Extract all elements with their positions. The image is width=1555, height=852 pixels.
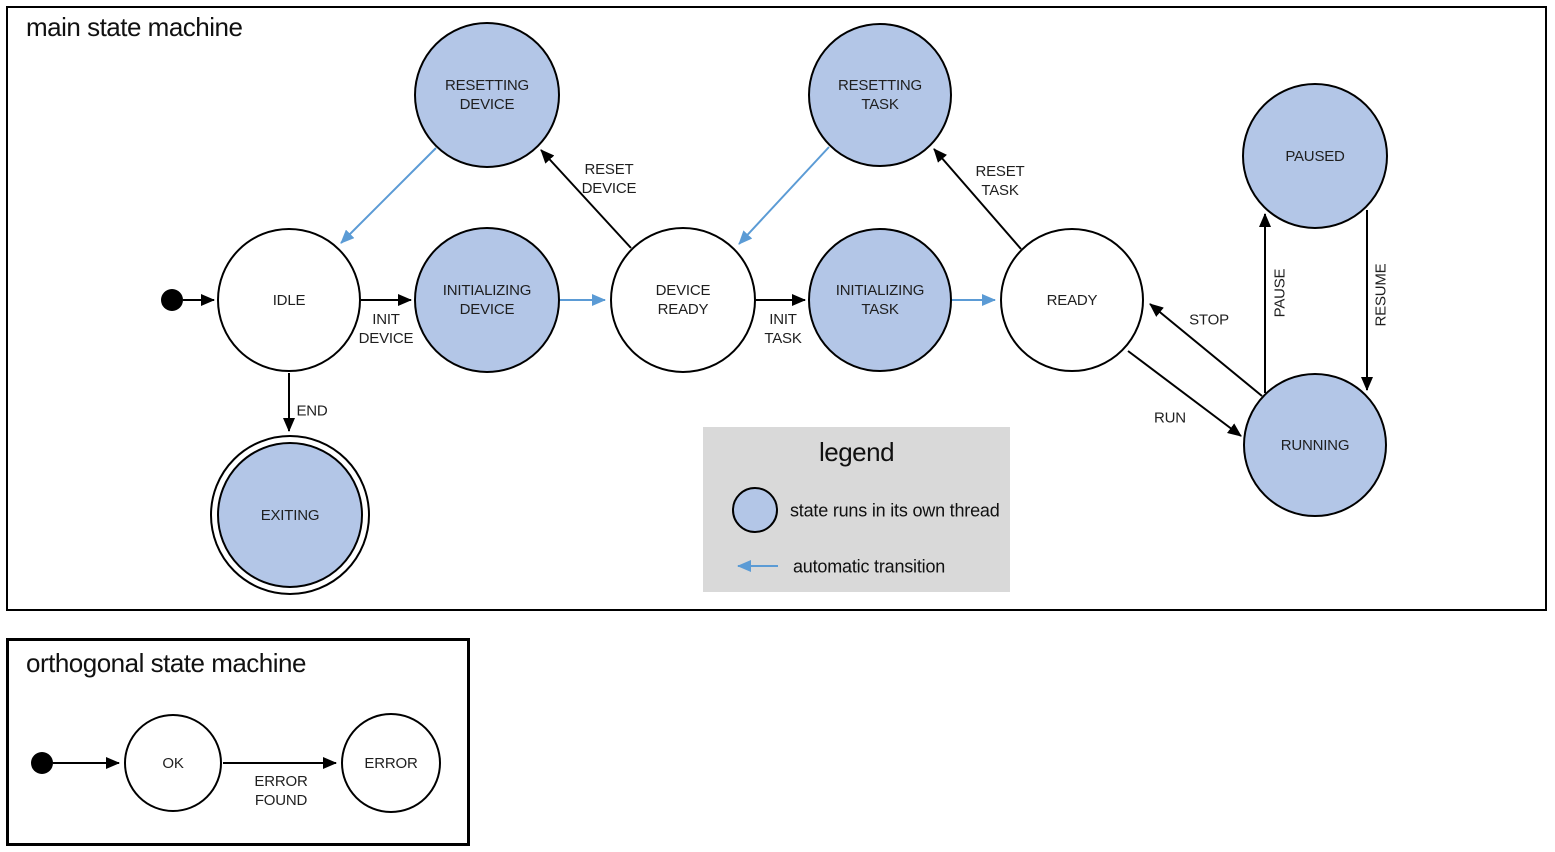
- state-initializing-task: INITIALIZING TASK: [808, 228, 952, 372]
- state-resetting-task: RESETTING TASK: [808, 23, 952, 167]
- state-label: TASK: [861, 96, 899, 113]
- state-label: RESETTING: [444, 77, 530, 94]
- state-device-ready: DEVICE READY: [610, 227, 756, 373]
- state-ready: READY: [1000, 228, 1144, 372]
- transition-label-resume: RESUME: [1372, 263, 1390, 327]
- main-state-machine-frame: [6, 6, 1547, 611]
- state-label: DEVICE: [655, 282, 711, 299]
- state-label: RUNNING: [1280, 436, 1350, 454]
- legend-threaded-state-label: state runs in its own thread: [790, 500, 1000, 521]
- state-error: ERROR: [341, 713, 441, 813]
- transition-label-reset-task: RESET TASK: [975, 163, 1025, 199]
- state-label: INITIALIZING: [442, 282, 532, 299]
- state-label: IDLE: [272, 291, 306, 309]
- legend-threaded-state-swatch: [732, 487, 778, 533]
- orthogonal-state-machine-title: orthogonal state machine: [26, 648, 306, 678]
- transition-label-reset-device: RESET DEVICE: [581, 161, 637, 197]
- transition-label-run: RUN: [1154, 409, 1186, 427]
- state-label: TASK: [861, 301, 899, 318]
- legend-title: legend: [818, 437, 895, 467]
- state-paused: PAUSED: [1242, 83, 1388, 229]
- state-label: DEVICE: [459, 96, 515, 113]
- legend: legend state runs in its own thread auto…: [703, 427, 1010, 592]
- state-idle: IDLE: [217, 228, 361, 372]
- state-ok: OK: [124, 714, 222, 812]
- orthogonal-state-machine-frame: [6, 638, 470, 846]
- state-running: RUNNING: [1243, 373, 1387, 517]
- state-resetting-device: RESETTING DEVICE: [414, 22, 560, 168]
- state-label: READY: [657, 301, 709, 318]
- state-label: OK: [162, 754, 184, 772]
- state-label: INITIALIZING: [835, 282, 925, 299]
- state-exiting: EXITING: [210, 435, 370, 595]
- transition-label-pause: PAUSE: [1271, 268, 1289, 318]
- transition-label-init-device: INIT DEVICE: [358, 311, 414, 347]
- state-label: RESETTING: [837, 77, 923, 94]
- legend-automatic-transition-label: automatic transition: [793, 556, 946, 577]
- state-label: DEVICE: [459, 301, 515, 318]
- main-state-machine-title: main state machine: [26, 12, 243, 42]
- state-label: ERROR: [364, 754, 418, 772]
- transition-label-stop: STOP: [1189, 311, 1229, 329]
- transition-label-error-found: ERROR FOUND: [254, 773, 308, 809]
- transition-label-end: END: [296, 402, 328, 420]
- state-initializing-device: INITIALIZING DEVICE: [414, 227, 560, 373]
- state-label: EXITING: [260, 506, 320, 524]
- state-exiting-inner-ring: EXITING: [217, 442, 363, 588]
- state-label: READY: [1046, 291, 1098, 309]
- state-label: PAUSED: [1285, 147, 1345, 165]
- transition-label-init-task: INIT TASK: [764, 311, 802, 347]
